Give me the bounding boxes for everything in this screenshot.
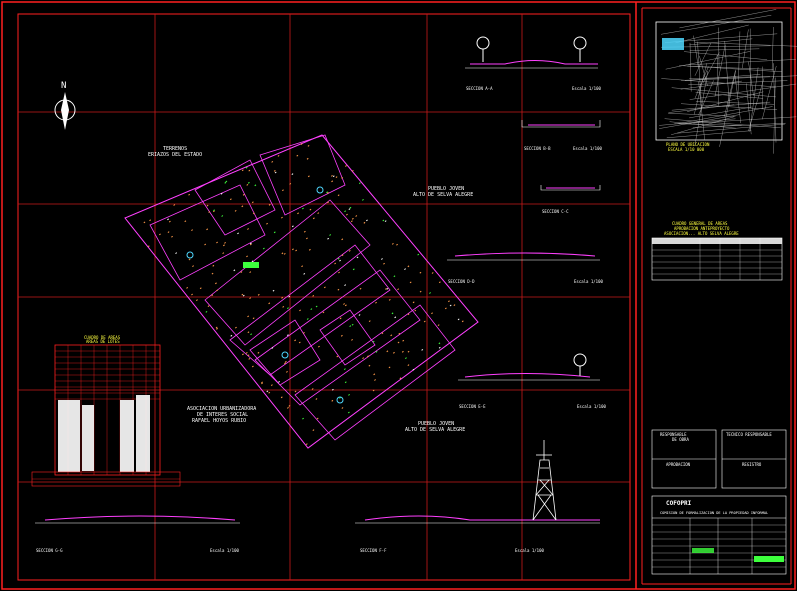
location-map-title: PLANO DE UBICACION [666,142,710,147]
asociacion-label-3: RAFAEL HOYOS RUBIO [192,418,246,424]
section-e-label: SECCION E-E [459,404,486,409]
signature-boxes [651,429,787,489]
cuadro-title-1: CUADRO GENERAL DE AREAS [672,221,728,226]
pueblo-bottom-sub-label: ALTO DE SELVA ALEGRE [405,427,465,433]
section-e-scale: Escala 1/100 [577,404,606,409]
asociacion-label-1: ASOCIACION URBANIZADORA [187,406,256,412]
section-e: SECCION E-E Escala 1/100 [458,353,606,409]
section-d-scale: Escala 1/100 [574,279,603,284]
section-b-label: SECCION B-B [524,146,551,151]
section-g-scale: Escala 1/100 [210,548,239,553]
asociacion-label-2: DE INTERES SOCIAL [197,412,248,418]
park-label [243,262,259,268]
location-map: PLANO DE UBICACION ESCALA 1/10 000 [655,9,797,154]
north-label: N [61,81,66,91]
section-d: SECCION D-D Escala 1/100 [447,252,603,284]
cofopri-block: COFOPRI COMISION DE FORMALIZACION DE LA … [651,495,787,575]
cofopri-logo: COFOPRI [666,500,692,507]
lot-markers [143,143,464,445]
box-4-label: REGISTRO [742,462,762,467]
cofopri-sub: COMISION DE FORMALIZACION DE LA PROPIEDA… [660,511,768,515]
terreno-label: TERRENOS [163,146,187,152]
section-c: SECCION C-C [540,185,601,214]
section-c-label: SECCION C-C [542,209,569,214]
summary-table [651,237,783,281]
table-title-1: CUADRO DE AREAS [84,335,121,340]
section-g-label: SECCION G-G [36,548,63,553]
section-g: SECCION G-G Escala 1/100 [35,515,240,553]
pueblo-top-label: PUEBLO JOVEN [428,186,464,192]
section-f-label: SECCION F-F [360,548,387,553]
box-1-label: RESPONSABLE [660,432,687,437]
box-2-label: TECNICO RESPONSABLE [726,432,772,437]
box-3-label: APROBACION [666,462,691,467]
table-title-2: AREAS DE LOTES [86,339,120,344]
area-table: CUADRO DE AREAS AREAS DE LOTES [31,335,181,487]
location-map-scale: ESCALA 1/10 000 [668,147,705,152]
section-b-scale: Escala 1/100 [573,146,602,151]
subdivision-plan [124,134,479,449]
transmission-tower-icon [532,440,557,521]
site-boundary [124,134,479,449]
coordinate-grid [18,14,630,580]
section-a-label: SECCION A-A [466,86,493,91]
section-a-scale: Escala 1/100 [572,86,601,91]
cuadro-title-3: ASOCIACION... ALTO SELVA ALEGRE [664,231,739,236]
section-d-label: SECCION D-D [448,279,475,284]
section-a: SECCION A-A Escala 1/100 [465,36,601,91]
terreno-sub-label: ERIAZOS DEL ESTADO [148,152,202,158]
box-1b-label: DE OBRA [672,437,689,442]
north-arrow-icon: N [54,81,76,130]
section-b: SECCION B-B Escala 1/100 [521,120,602,151]
pueblo-top-sub-label: ALTO DE SELVA ALEGRE [413,192,473,198]
section-f: SECCION F-F Escala 1/100 [355,515,600,553]
cuadro-title-2: APROBACION ANTEPROYECTO [674,226,730,231]
pueblo-bottom-label: PUEBLO JOVEN [418,421,454,427]
section-f-scale: Escala 1/100 [515,548,544,553]
